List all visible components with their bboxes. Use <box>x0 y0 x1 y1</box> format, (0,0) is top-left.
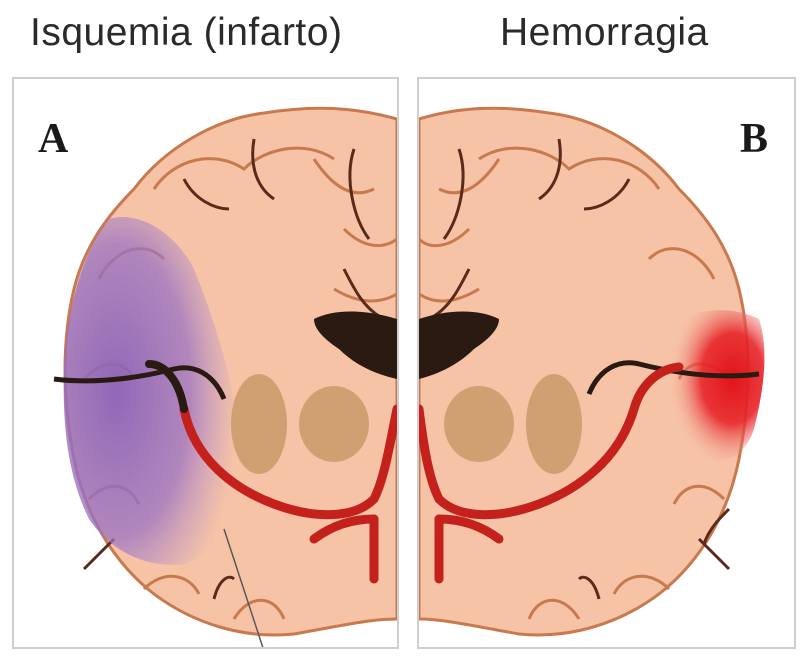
title-hemorrhage: Hemorragia <box>500 8 709 58</box>
panel-ischemia <box>12 77 399 649</box>
brain-illustration-hemorrhage <box>419 79 796 649</box>
basal-ganglia <box>231 374 287 474</box>
thalamus <box>299 386 369 462</box>
basal-ganglia <box>526 374 582 474</box>
title-ischemia: Isquemia (infarto) <box>30 8 342 58</box>
brain-illustration-ischemia <box>14 79 399 649</box>
panel-letter-a: A <box>38 115 68 163</box>
panel-letter-b: B <box>740 115 768 163</box>
thalamus <box>444 386 514 462</box>
